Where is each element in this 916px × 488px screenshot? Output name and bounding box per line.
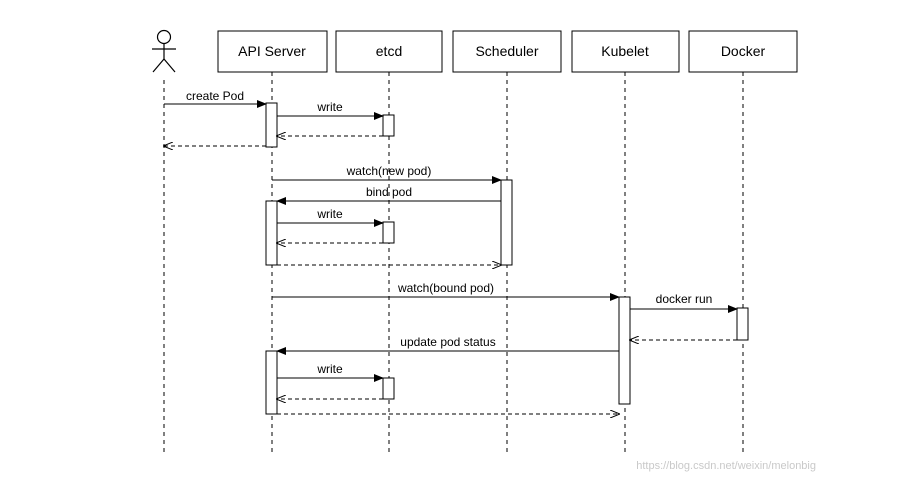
participant-label-etcd: etcd xyxy=(376,43,402,59)
activation-etcd-1 xyxy=(382,114,395,137)
activation-etcd-3 xyxy=(382,377,395,400)
user-actor-icon xyxy=(152,29,176,73)
message-create-pod-label: create Pod xyxy=(186,89,244,103)
activation-scheduler xyxy=(500,179,513,266)
activation-api-server-1 xyxy=(265,102,278,148)
participant-label-docker: Docker xyxy=(721,43,766,59)
message-watch-bound-pod-label: watch(bound pod) xyxy=(397,281,494,295)
activation-api-server-2 xyxy=(265,200,278,266)
participant-box-docker xyxy=(688,30,798,73)
participant-label-api-server: API Server xyxy=(238,43,306,59)
participant-label-kubelet: Kubelet xyxy=(601,43,649,59)
participant-box-etcd xyxy=(335,30,443,73)
message-write-2-label: write xyxy=(316,207,343,221)
participant-box-kubelet xyxy=(571,30,680,73)
activation-docker xyxy=(736,307,749,341)
activation-kubelet xyxy=(618,296,631,405)
message-write-1-label: write xyxy=(316,100,343,114)
watermark-text: https://blog.csdn.net/weixin/melonbig xyxy=(636,460,816,472)
message-update-pod-status-label: update pod status xyxy=(400,335,495,349)
activation-etcd-2 xyxy=(382,221,395,244)
message-bind-pod-label: bind pod xyxy=(366,185,412,199)
message-docker-run-label: docker run xyxy=(656,292,713,306)
participant-label-scheduler: Scheduler xyxy=(475,43,538,59)
activation-api-server-3 xyxy=(265,350,278,415)
participant-box-scheduler xyxy=(452,30,562,73)
participant-box-api-server xyxy=(217,30,328,73)
message-write-3-label: write xyxy=(316,362,343,376)
message-watch-new-pod-label: watch(new pod) xyxy=(346,164,432,178)
